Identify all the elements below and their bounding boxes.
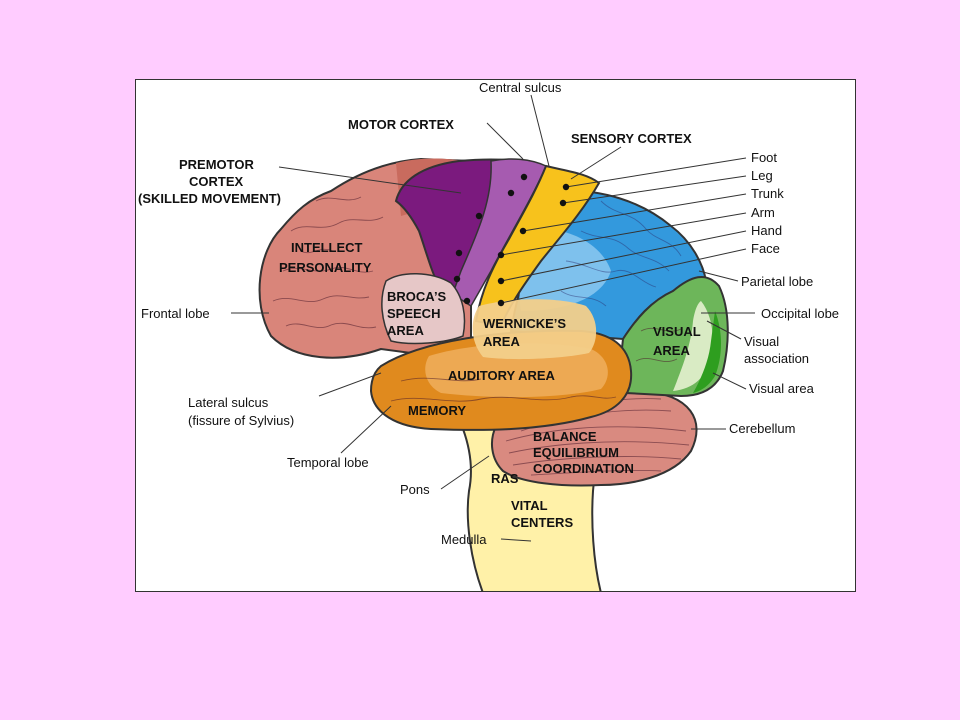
region-balance-1: BALANCE (533, 429, 597, 444)
region-wernicke-2: AREA (483, 334, 520, 349)
brocas-area-shape (381, 273, 466, 345)
motor-leg-dot (507, 189, 515, 197)
temporal-sulci (390, 377, 617, 402)
region-vital-2: CENTERS (511, 515, 573, 530)
occipital-sulci (635, 327, 682, 363)
body-map-dots (453, 173, 570, 307)
visual-association-shape (673, 301, 713, 391)
label-pons: Pons (400, 482, 430, 497)
region-ras: RAS (491, 471, 519, 486)
visual-area-shape (693, 311, 721, 393)
label-central-sulcus: Central sulcus (479, 80, 562, 95)
motor-face-dot (463, 297, 471, 305)
label-cerebellum: Cerebellum (729, 421, 795, 436)
region-broca-2: SPEECH (387, 306, 440, 321)
motor-hand-dot (453, 275, 461, 283)
region-auditory: AUDITORY AREA (448, 368, 556, 383)
label-premotor-line2: CORTEX (189, 174, 244, 189)
label-premotor-line3: (SKILLED MOVEMENT) (138, 191, 281, 206)
label-occipital-lobe: Occipital lobe (761, 306, 839, 321)
sensory-face-dot (497, 299, 505, 307)
region-wernicke-1: WERNICKE’S (483, 316, 566, 331)
label-medulla: Medulla (441, 532, 487, 547)
label-foot: Foot (751, 150, 777, 165)
sensory-foot-dot (562, 183, 570, 191)
sensory-arm-dot (497, 251, 505, 259)
brain-diagram: Central sulcus MOTOR CORTEX SENSORY CORT… (138, 80, 839, 591)
region-visual-2: AREA (653, 343, 690, 358)
region-broca-1: BROCA’S (387, 289, 447, 304)
sensory-hand-dot (497, 277, 505, 285)
label-premotor-line1: PREMOTOR (179, 157, 254, 172)
motor-arm-dot (455, 249, 463, 257)
label-temporal-lobe: Temporal lobe (287, 455, 369, 470)
wernickes-area-shape (472, 299, 597, 360)
region-broca-3: AREA (387, 323, 424, 338)
label-frontal-lobe: Frontal lobe (141, 306, 210, 321)
region-balance-3: COORDINATION (533, 461, 634, 476)
label-visual-area: Visual area (749, 381, 815, 396)
region-intellect-1: INTELLECT (291, 240, 363, 255)
label-visual-association-1: Visual (744, 334, 779, 349)
label-motor-cortex: MOTOR CORTEX (348, 117, 454, 132)
label-visual-association-2: association (744, 351, 809, 366)
motor-cortex-light (452, 158, 547, 308)
sensory-leg-dot (559, 199, 567, 207)
region-balance-2: EQUILIBRIUM (533, 445, 619, 460)
label-trunk: Trunk (751, 186, 784, 201)
label-hand: Hand (751, 223, 782, 238)
label-parietal-lobe: Parietal lobe (741, 274, 813, 289)
label-lateral-sulcus-2: (fissure of Sylvius) (188, 413, 294, 428)
sensory-trunk-dot (519, 227, 527, 235)
region-memory: MEMORY (408, 403, 466, 418)
region-visual-1: VISUAL (653, 324, 701, 339)
motor-foot-dot (520, 173, 528, 181)
label-face: Face (751, 241, 780, 256)
region-intellect-2: PERSONALITY (279, 260, 372, 275)
leader-lines (231, 94, 755, 542)
label-sensory-cortex: SENSORY CORTEX (571, 131, 692, 146)
label-leg: Leg (751, 168, 773, 183)
motor-trunk-dot (475, 212, 483, 220)
label-arm: Arm (751, 205, 775, 220)
frontal-gyri (272, 196, 384, 329)
label-lateral-sulcus-1: Lateral sulcus (188, 395, 269, 410)
diagram-frame: Central sulcus MOTOR CORTEX SENSORY CORT… (135, 79, 856, 592)
region-vital-1: VITAL (511, 498, 548, 513)
